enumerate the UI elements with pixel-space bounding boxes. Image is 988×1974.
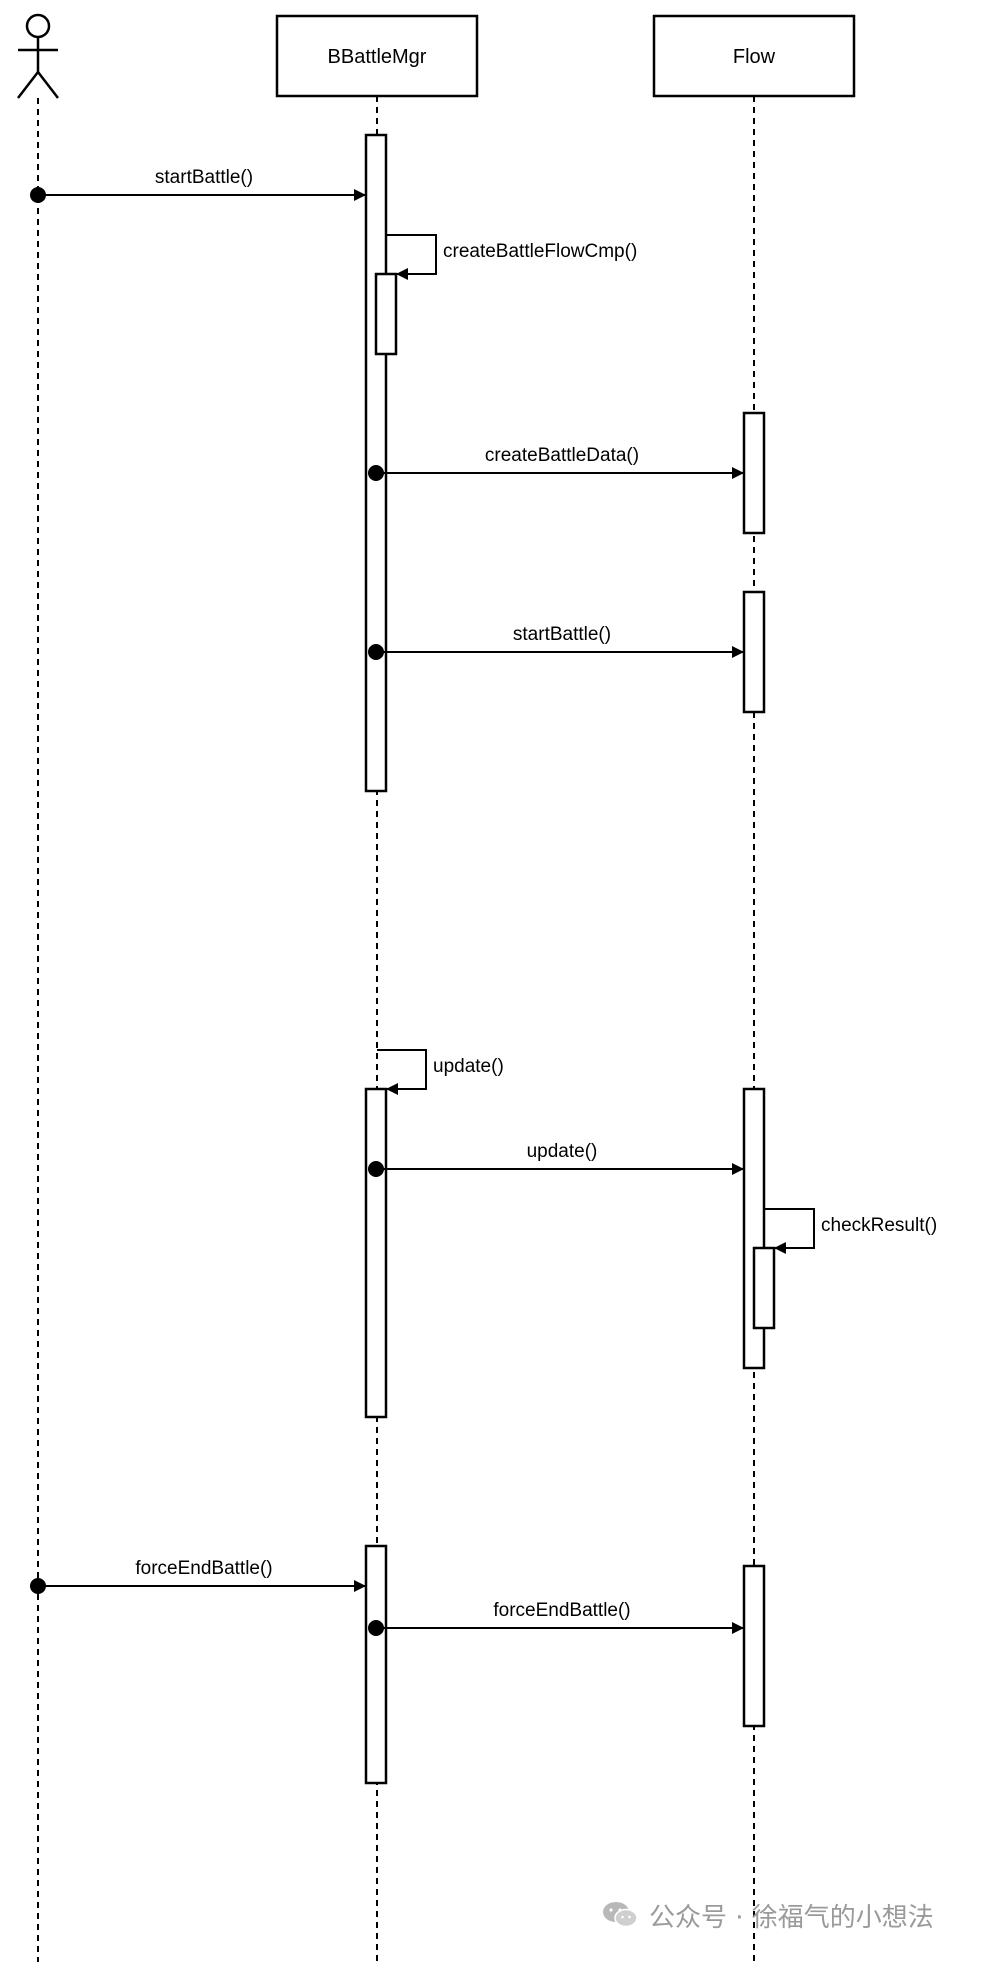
- msg-flow-force-end-battle-origin: [368, 1620, 384, 1636]
- wechat-icon: [603, 1902, 638, 1928]
- msg-force-end-battle-origin: [30, 1578, 46, 1594]
- bbattlemgr-activation-3: [364, 1544, 388, 1785]
- flow-activation-2: [742, 590, 766, 714]
- msg-start-battle-origin: [30, 187, 46, 203]
- msg-create-flow-cmp-label: createBattleFlowCmp(): [443, 241, 637, 262]
- msg-self-update-arrow: [377, 1049, 427, 1095]
- flow-nested-activation-1: [752, 1246, 776, 1330]
- flow-activation-1: [742, 411, 766, 535]
- bbattlemgr-activation-2: [364, 1087, 388, 1419]
- bbattlemgr-activation-1: [364, 133, 388, 793]
- flow-activation-4: [742, 1564, 766, 1728]
- actor-figure: [17, 13, 59, 99]
- watermark-text: 公众号 · 徐福气的小想法: [649, 1902, 934, 1933]
- msg-create-flow-cmp-arrow: [386, 234, 437, 280]
- msg-start-battle-label: startBattle(): [155, 167, 253, 188]
- msg-check-result-label: checkResult(): [821, 1215, 937, 1236]
- msg-create-battle-data-label: createBattleData(): [485, 445, 639, 466]
- participant-bbattlemgr-label: BBattleMgr: [328, 46, 427, 68]
- bbattlemgr-nested-activation-1: [374, 272, 398, 356]
- msg-flow-update-label: update(): [527, 1141, 598, 1162]
- msg-flow-update-origin: [368, 1161, 384, 1177]
- watermark: 公众号 · 徐福气的小想法: [601, 1895, 934, 1935]
- participant-bbattlemgr: BBattleMgr: [275, 14, 479, 98]
- msg-create-battle-data-origin: [368, 465, 384, 481]
- msg-self-update-label: update(): [433, 1056, 504, 1077]
- msg-flow-start-battle-origin: [368, 644, 384, 660]
- participant-flow-label: Flow: [733, 46, 776, 68]
- msg-flow-start-battle-label: startBattle(): [513, 624, 611, 645]
- participant-flow: Flow: [652, 14, 856, 98]
- msg-check-result-arrow: [764, 1208, 815, 1254]
- msg-flow-force-end-battle-label: forceEndBattle(): [493, 1600, 630, 1621]
- msg-force-end-battle-label: forceEndBattle(): [135, 1558, 272, 1579]
